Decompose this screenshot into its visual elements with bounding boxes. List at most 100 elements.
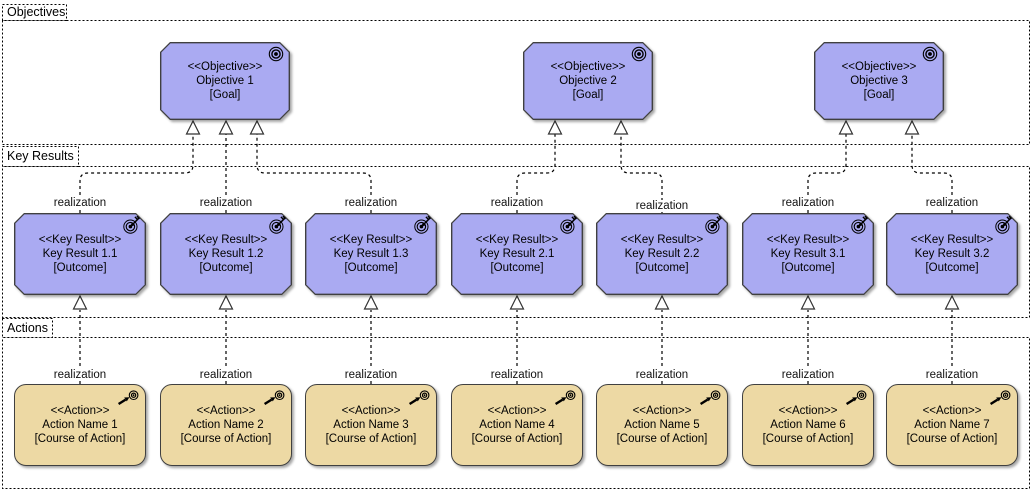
realization-arrowhead xyxy=(363,294,379,310)
node-type: [Goal] xyxy=(863,89,895,101)
action-node[interactable]: <<Action>> Action Name 1 [Course of Acti… xyxy=(14,384,146,466)
node-stereotype: <<Action>> xyxy=(196,405,256,417)
node-stereotype: <<Key Result>> xyxy=(329,234,413,246)
node-text: <<Action>> Action Name 5 [Course of Acti… xyxy=(597,385,727,465)
node-stereotype: <<Key Result>> xyxy=(475,234,559,246)
node-text: <<Action>> Action Name 4 [Course of Acti… xyxy=(452,385,582,465)
realization-arrowhead xyxy=(547,119,563,135)
node-fill xyxy=(161,214,290,293)
node-type: [Outcome] xyxy=(53,262,107,274)
node-stereotype: <<Action>> xyxy=(341,405,401,417)
outcome-target-icon xyxy=(705,216,723,234)
outcome-target-icon xyxy=(560,216,578,234)
node-stereotype: <<Action>> xyxy=(778,405,838,417)
node-text: <<Key Result>> Key Result 1.3 [Outcome] xyxy=(305,213,437,295)
key-result-node[interactable]: <<Key Result>> Key Result 2.2 [Outcome] xyxy=(596,213,728,295)
realization-arrowhead xyxy=(654,294,670,310)
node-stereotype: <<Objective>> xyxy=(187,61,263,73)
action-node[interactable]: <<Action>> Action Name 6 [Course of Acti… xyxy=(742,384,874,466)
realization-label[interactable]: realization xyxy=(342,369,400,381)
realization-label[interactable]: realization xyxy=(633,369,691,381)
node-stereotype: <<Key Result>> xyxy=(38,234,122,246)
key-result-node[interactable]: <<Key Result>> Key Result 1.1 [Outcome] xyxy=(14,213,146,295)
realization-label[interactable]: realization xyxy=(779,197,837,209)
realization-edge[interactable] xyxy=(620,134,663,213)
realization-edge[interactable] xyxy=(911,134,953,213)
outcome-target-icon xyxy=(123,216,141,234)
outcome-target-icon xyxy=(851,216,869,234)
node-name: Action Name 7 xyxy=(914,419,990,431)
realization-label[interactable]: realization xyxy=(633,200,691,212)
node-name: Action Name 6 xyxy=(770,419,846,431)
outcome-target-icon xyxy=(995,216,1013,234)
course-of-action-icon xyxy=(554,390,576,405)
realization-edge[interactable] xyxy=(807,134,847,213)
realization-edge[interactable] xyxy=(79,134,194,213)
node-stereotype: <<Key Result>> xyxy=(766,234,850,246)
realization-edge[interactable] xyxy=(516,134,556,213)
key-result-node[interactable]: <<Key Result>> Key Result 1.3 [Outcome] xyxy=(305,213,437,295)
node-text: <<Key Result>> Key Result 1.1 [Outcome] xyxy=(14,213,146,295)
key-result-node[interactable]: <<Key Result>> Key Result 2.1 [Outcome] xyxy=(451,213,583,295)
lane-objectives-label: Objectives xyxy=(7,5,66,19)
node-name: Key Result 1.3 xyxy=(333,248,409,260)
node-text: <<Action>> Action Name 3 [Course of Acti… xyxy=(306,385,436,465)
lane-objectives-tab[interactable] xyxy=(2,4,67,21)
realization-label[interactable]: realization xyxy=(51,369,109,381)
lane-actions-tab[interactable] xyxy=(2,318,53,338)
node-name: Key Result 1.2 xyxy=(188,248,264,260)
action-node[interactable]: <<Action>> Action Name 7 [Course of Acti… xyxy=(886,384,1018,466)
realization-label[interactable]: realization xyxy=(197,197,255,209)
node-fill xyxy=(887,214,1016,293)
node-name: Key Result 1.1 xyxy=(42,248,118,260)
objective-node[interactable]: <<Objective>> Objective 3 [Goal] xyxy=(814,42,944,120)
key-result-node[interactable]: <<Key Result>> Key Result 3.2 [Outcome] xyxy=(886,213,1018,295)
realization-edge[interactable] xyxy=(256,134,372,213)
node-type: [Course of Action] xyxy=(906,433,998,445)
node-type: [Course of Action] xyxy=(616,433,708,445)
objective-node[interactable]: <<Objective>> Objective 1 [Goal] xyxy=(160,42,290,120)
realization-arrowhead xyxy=(249,119,265,135)
node-name: Action Name 1 xyxy=(42,419,118,431)
node-fill xyxy=(743,214,872,293)
realization-label[interactable]: realization xyxy=(923,369,981,381)
node-type: [Outcome] xyxy=(781,262,835,274)
key-result-node[interactable]: <<Key Result>> Key Result 3.1 [Outcome] xyxy=(742,213,874,295)
realization-arrowhead xyxy=(185,119,201,135)
goal-target-icon xyxy=(631,46,647,62)
realization-label[interactable]: realization xyxy=(923,197,981,209)
course-of-action-icon xyxy=(845,390,867,405)
realization-label[interactable]: realization xyxy=(342,197,400,209)
realization-label[interactable]: realization xyxy=(488,197,546,209)
realization-label[interactable]: realization xyxy=(779,369,837,381)
lane-key-results-rect[interactable] xyxy=(2,166,1030,318)
goal-target-icon xyxy=(922,46,938,62)
realization-label[interactable]: realization xyxy=(488,369,546,381)
node-text: <<Action>> Action Name 1 [Course of Acti… xyxy=(15,385,145,465)
node-text: <<Key Result>> Key Result 2.1 [Outcome] xyxy=(451,213,583,295)
action-node[interactable]: <<Action>> Action Name 3 [Course of Acti… xyxy=(305,384,437,466)
action-node[interactable]: <<Action>> Action Name 2 [Course of Acti… xyxy=(160,384,292,466)
node-type: [Course of Action] xyxy=(325,433,417,445)
node-text: <<Action>> Action Name 6 [Course of Acti… xyxy=(743,385,873,465)
action-node[interactable]: <<Action>> Action Name 5 [Course of Acti… xyxy=(596,384,728,466)
node-text: <<Objective>> Objective 1 [Goal] xyxy=(160,42,290,120)
node-name: Objective 3 xyxy=(850,75,908,87)
realization-label[interactable]: realization xyxy=(51,197,109,209)
lane-actions-rect[interactable] xyxy=(2,337,1030,489)
node-text: <<Objective>> Objective 2 [Goal] xyxy=(523,42,653,120)
action-node[interactable]: <<Action>> Action Name 4 [Course of Acti… xyxy=(451,384,583,466)
realization-label[interactable]: realization xyxy=(197,369,255,381)
node-name: Action Name 3 xyxy=(333,419,409,431)
lane-objectives-rect[interactable] xyxy=(2,20,1030,145)
outcome-target-icon xyxy=(269,216,287,234)
node-fill xyxy=(815,43,942,118)
node-stereotype: <<Action>> xyxy=(922,405,982,417)
node-type: [Outcome] xyxy=(344,262,398,274)
node-text: <<Action>> Action Name 2 [Course of Acti… xyxy=(161,385,291,465)
lane-key-results-tab[interactable] xyxy=(2,146,79,167)
realization-arrowheads xyxy=(72,119,960,310)
node-name: Key Result 2.2 xyxy=(624,248,700,260)
key-result-node[interactable]: <<Key Result>> Key Result 1.2 [Outcome] xyxy=(160,213,292,295)
objective-node[interactable]: <<Objective>> Objective 2 [Goal] xyxy=(523,42,653,120)
